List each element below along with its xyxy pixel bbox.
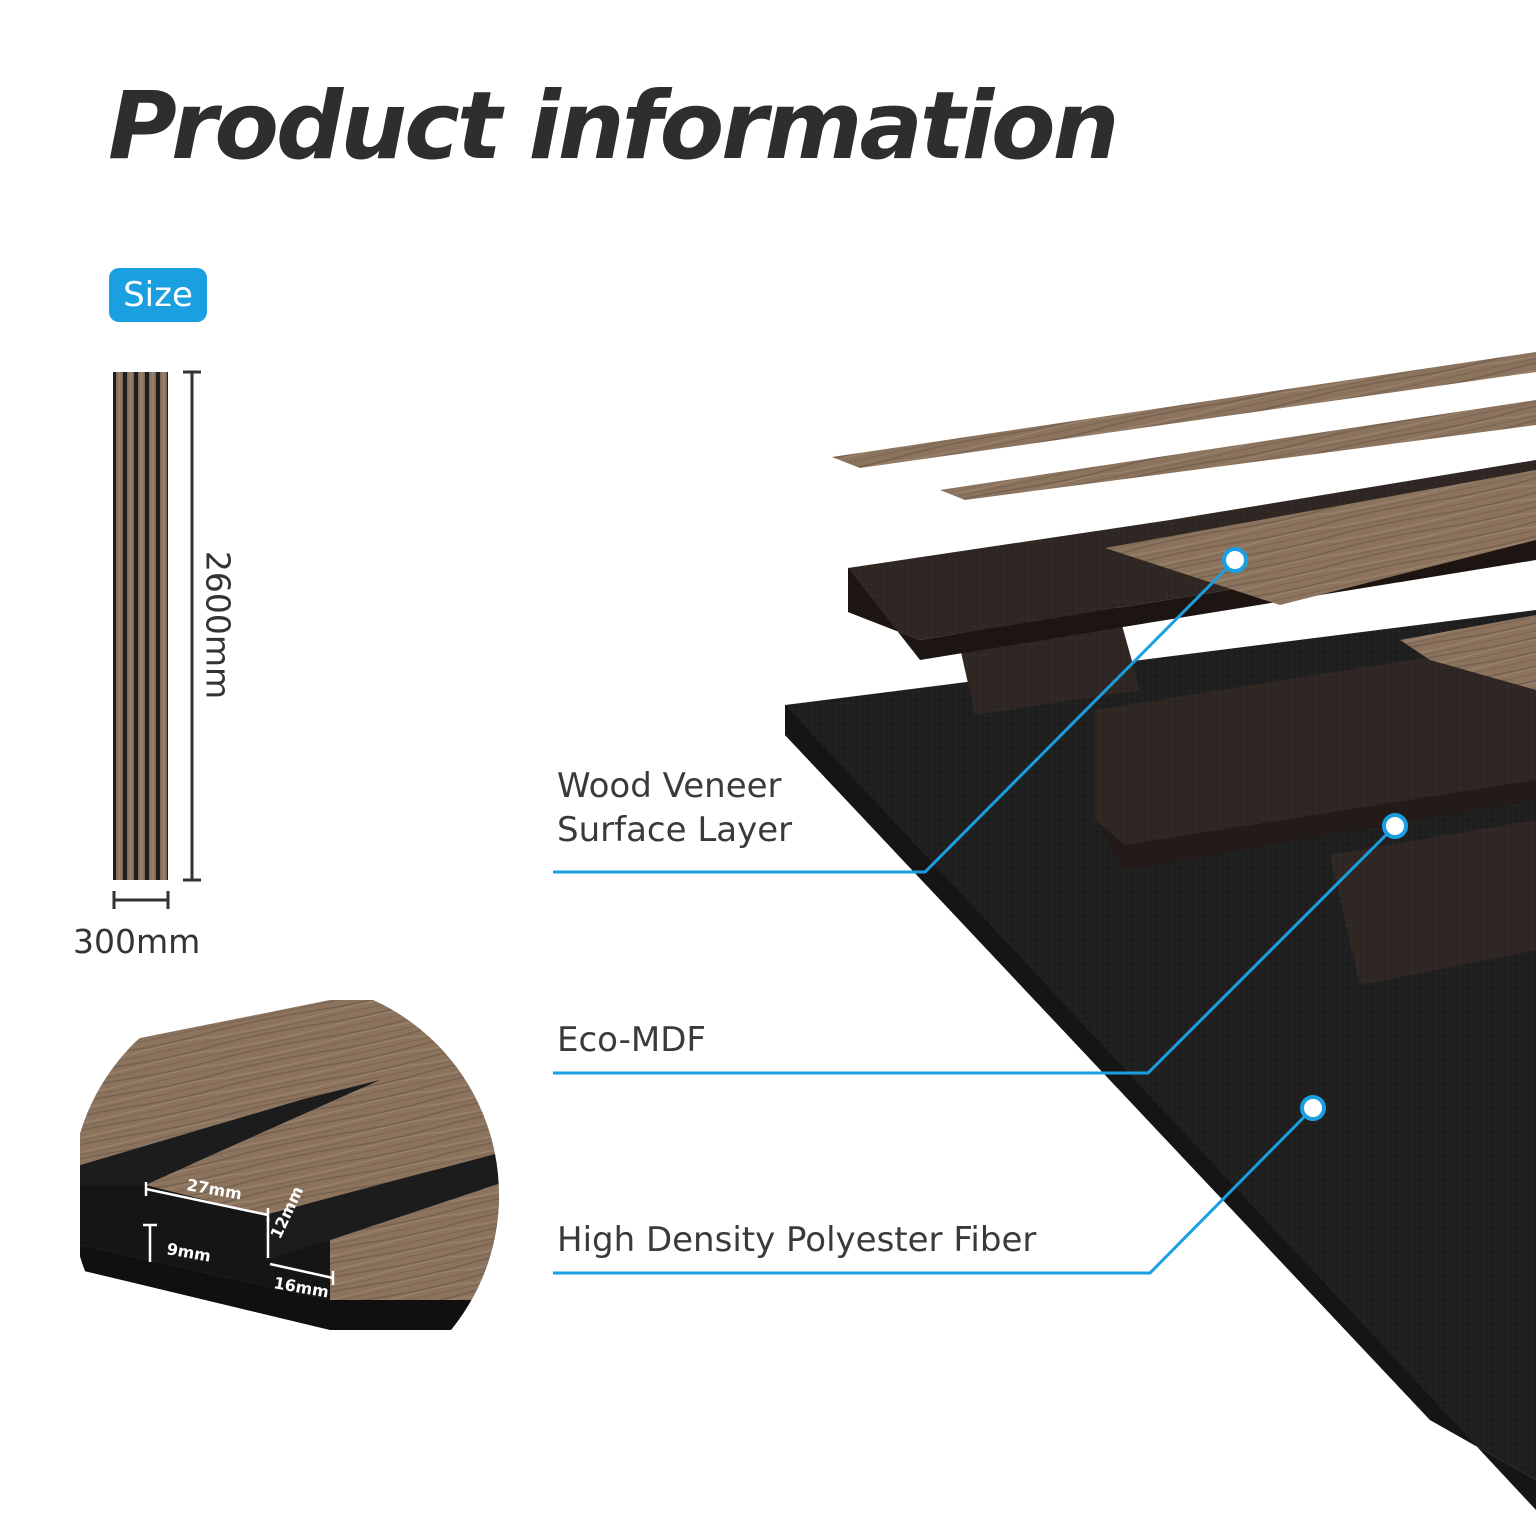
layer-label-polyester-fiber: High Density Polyester Fiber (557, 1218, 1036, 1262)
leader-markers (1222, 547, 1408, 1121)
layer-label-line: High Density Polyester Fiber (557, 1220, 1037, 1260)
size-badge: Size (109, 268, 207, 322)
profile-detail-circle (71, 981, 499, 1409)
profile-dimension-marks (143, 1182, 335, 1285)
slat-width-label: 27mm (185, 1175, 243, 1203)
gap-width-label: 16mm (272, 1273, 330, 1301)
base-thickness-label: 9mm (165, 1239, 212, 1265)
layer-label-line: Surface Layer (557, 810, 793, 850)
width-dimension-line (112, 891, 170, 909)
slat-height-label: 12mm (266, 1183, 307, 1241)
exploded-layer-illustration (785, 352, 1536, 1510)
leader-lines (553, 558, 1397, 1275)
width-dimension-label: 300mm (73, 922, 201, 961)
layer-label-line: Wood Veneer (557, 766, 782, 806)
page-title: Product information (108, 72, 1120, 181)
panel-thumbnail (113, 372, 168, 880)
length-dimension-label: 2600mm (198, 550, 238, 700)
layer-label-line: Eco-MDF (557, 1020, 706, 1060)
layer-label-wood-veneer: Wood Veneer Surface Layer (557, 764, 792, 852)
layer-label-eco-mdf: Eco-MDF (557, 1018, 706, 1062)
